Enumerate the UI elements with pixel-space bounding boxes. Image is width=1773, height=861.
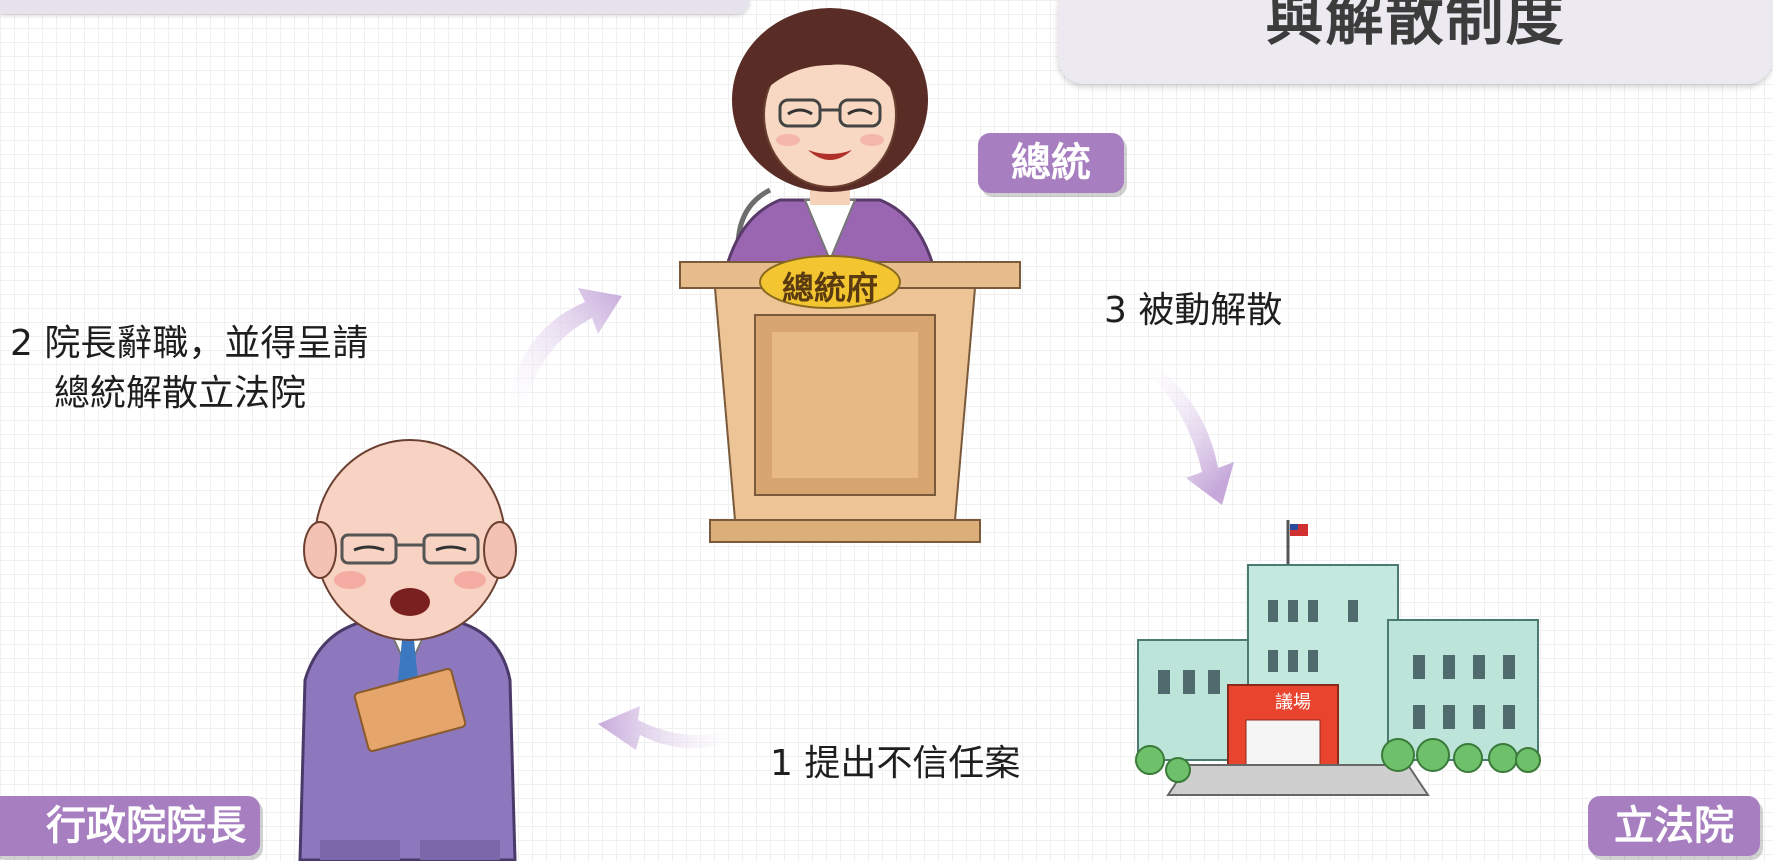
president-illustration [679,8,1021,543]
step2-label-line1: 2 院長辭職，並得呈請 [10,323,369,364]
page-title: 與解散制度 [1265,0,1566,53]
title-card: 與解散制度 [1058,0,1773,84]
step2-label-line2: 總統解散立法院 [54,373,307,414]
president-badge: 總統 [978,133,1124,193]
premier-illustration [298,439,517,861]
step3-label: 3 被動解散 [1104,290,1283,331]
building-plaque: 議場 [1275,692,1311,713]
premier-badge: 行政院院長 [0,796,260,856]
header-bar [0,0,750,14]
legislature-badge: 立法院 [1588,796,1760,856]
legislature-building-illustration [1135,520,1541,796]
step1-label: 1 提出不信任案 [770,743,1021,784]
podium-sign: 總統府 [781,269,878,307]
